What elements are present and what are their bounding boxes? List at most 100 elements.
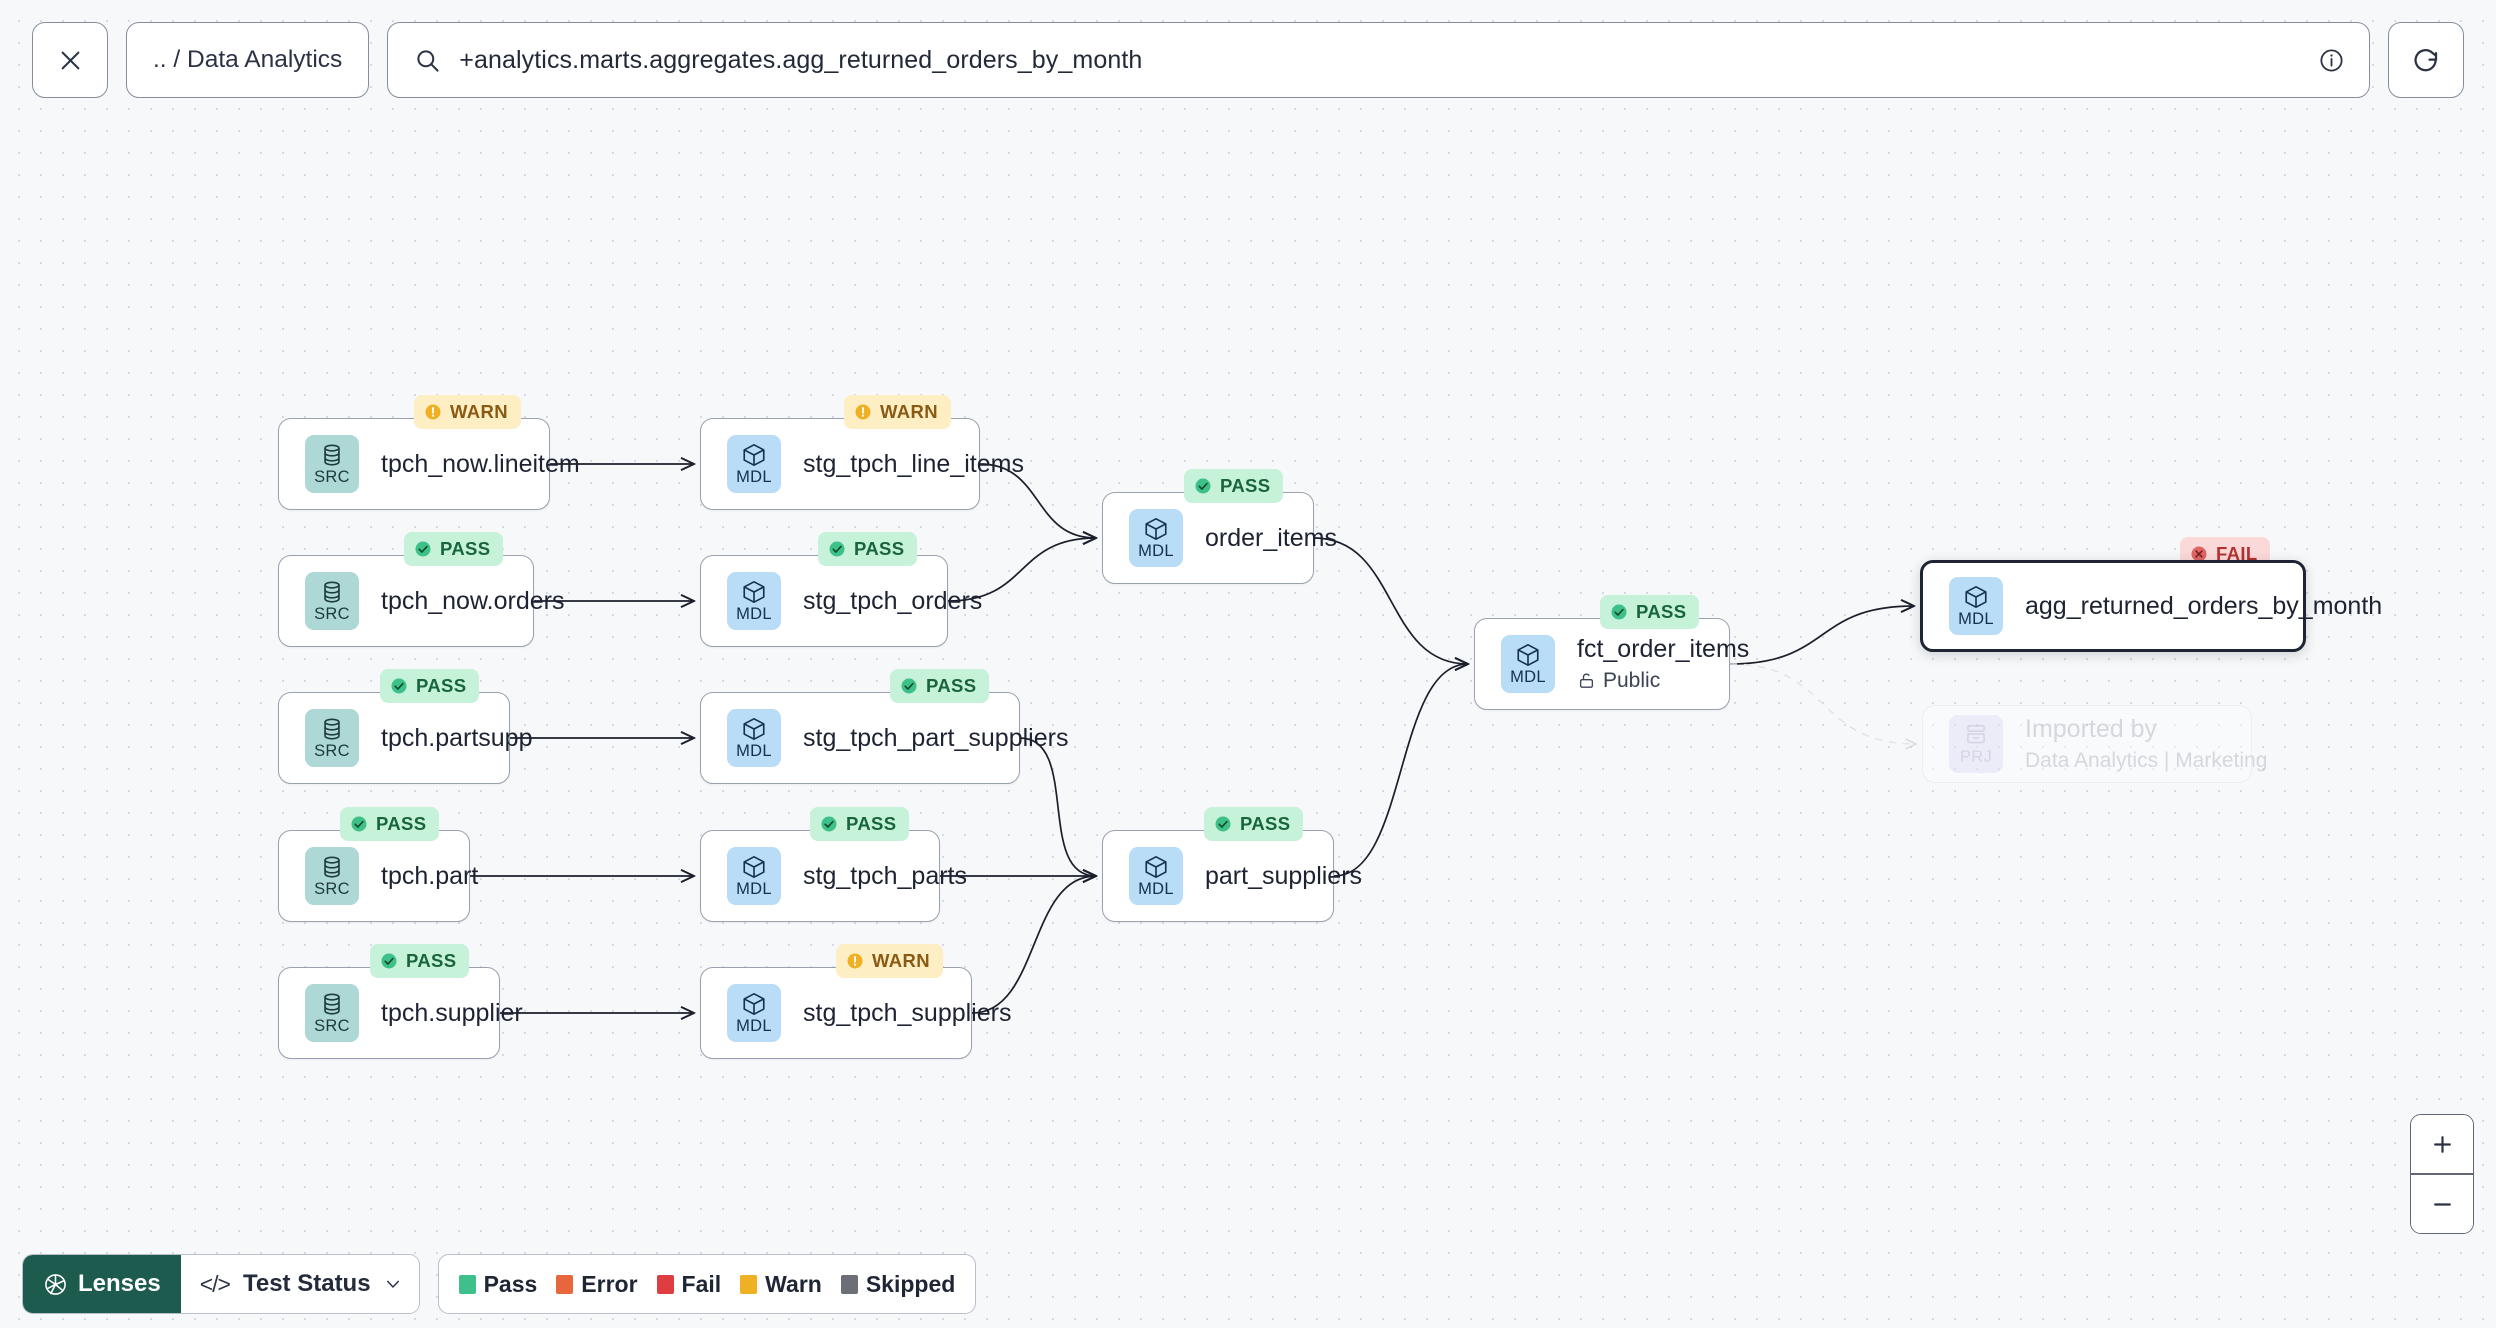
status-legend: Pass Error Fail Warn Skipped bbox=[437, 1254, 977, 1314]
test-status-dropdown[interactable]: </> Test Status bbox=[180, 1255, 419, 1313]
node-title: fct_order_items bbox=[1577, 635, 1750, 664]
node-body: Imported by Data Analytics | Marketing bbox=[2025, 715, 2267, 773]
graph-node-tpch_now_lineitem[interactable]: SRC tpch_now.lineitem bbox=[278, 418, 580, 510]
node-kind-label: PRJ bbox=[1959, 748, 1993, 767]
refresh-button[interactable] bbox=[2388, 22, 2464, 98]
search-bar[interactable]: +analytics.marts.aggregates.agg_returned… bbox=[387, 22, 2370, 98]
edge-stg_tpch_part_suppliers-to-part_suppliers bbox=[1019, 737, 1096, 876]
node-kind-badge: SRC bbox=[305, 572, 359, 630]
node-body: tpch.supplier bbox=[381, 998, 523, 1028]
status-badge-tpch_supplier: PASS bbox=[370, 944, 470, 978]
status-badge-tpch_part: PASS bbox=[340, 807, 440, 841]
edge-part_suppliers-to-fct_order_items bbox=[1333, 664, 1468, 877]
node-kind-label: SRC bbox=[314, 1017, 350, 1036]
graph-node-order_items[interactable]: MDL order_items bbox=[1102, 492, 1337, 584]
node-kind-badge: MDL bbox=[727, 709, 781, 767]
node-kind-label: MDL bbox=[736, 1017, 772, 1036]
cube-icon bbox=[743, 718, 765, 741]
check-circle-icon bbox=[1611, 604, 1627, 620]
legend-item-warn[interactable]: Warn bbox=[740, 1271, 822, 1298]
legend-swatch bbox=[458, 1274, 476, 1294]
graph-node-tpch_now_orders[interactable]: SRC tpch_now.orders bbox=[278, 555, 565, 647]
graph-node-stg_tpch_orders[interactable]: MDL stg_tpch_orders bbox=[700, 555, 982, 647]
test-status-label: Test Status bbox=[242, 1270, 371, 1297]
node-kind-badge: MDL bbox=[727, 435, 781, 493]
node-body: fct_order_items Public bbox=[1577, 635, 1750, 693]
legend-swatch bbox=[740, 1274, 758, 1294]
info-circle-icon[interactable] bbox=[2318, 47, 2345, 74]
status-badge-label: PASS bbox=[1636, 601, 1687, 622]
node-title: tpch_now.orders bbox=[381, 586, 565, 615]
breadcrumb[interactable]: .. / Data Analytics bbox=[126, 22, 370, 98]
graph-node-tpch_partsupp[interactable]: SRC tpch.partsupp bbox=[278, 692, 533, 784]
graph-node-agg_returned_orders_by_month[interactable]: MDL agg_returned_orders_by_month bbox=[1920, 560, 2382, 652]
check-circle-icon bbox=[821, 816, 837, 832]
search-icon bbox=[417, 49, 439, 72]
node-body: order_items bbox=[1205, 523, 1337, 553]
node-body: tpch.partsupp bbox=[381, 724, 533, 753]
node-title: stg_tpch_parts bbox=[803, 861, 967, 890]
graph-node-part_suppliers[interactable]: MDL part_suppliers bbox=[1102, 830, 1362, 922]
check-circle-icon bbox=[1195, 478, 1211, 494]
status-badge-label: PASS bbox=[1220, 475, 1271, 496]
graph-node-stg_tpch_suppliers[interactable]: MDL stg_tpch_suppliers bbox=[700, 967, 1011, 1059]
node-body: stg_tpch_suppliers bbox=[803, 999, 1011, 1028]
legend-label: Error bbox=[581, 1270, 638, 1297]
node-body: stg_tpch_parts bbox=[803, 861, 967, 891]
node-kind-label: SRC bbox=[314, 468, 350, 487]
legend-swatch bbox=[556, 1274, 574, 1294]
node-kind-label: SRC bbox=[314, 605, 350, 624]
graph-node-tpch_part[interactable]: SRC tpch.part bbox=[278, 830, 478, 922]
node-kind-label: MDL bbox=[1958, 610, 1994, 629]
check-circle-icon bbox=[829, 541, 845, 557]
search-input[interactable]: +analytics.marts.aggregates.agg_returned… bbox=[459, 45, 1143, 74]
status-badge-fct_order_items: PASS bbox=[1600, 595, 1700, 629]
edge-fct_order_items-to-agg_returned_orders_by_month bbox=[1729, 606, 1914, 665]
graph-node-stg_tpch_part_suppliers[interactable]: MDL stg_tpch_part_suppliers bbox=[700, 692, 1068, 784]
legend-item-skipped[interactable]: Skipped bbox=[840, 1271, 955, 1298]
graph-node-tpch_supplier[interactable]: SRC tpch.supplier bbox=[278, 967, 523, 1059]
legend-label: Fail bbox=[681, 1270, 722, 1297]
cube-icon bbox=[1965, 586, 1987, 609]
node-kind-label: MDL bbox=[736, 605, 772, 624]
legend-swatch bbox=[656, 1274, 674, 1294]
node-body: stg_tpch_part_suppliers bbox=[803, 724, 1068, 753]
status-badge-label: PASS bbox=[406, 950, 457, 971]
node-kind-label: MDL bbox=[1138, 880, 1174, 899]
node-title: tpch.supplier bbox=[381, 998, 523, 1027]
node-subtitle-text: Public bbox=[1603, 668, 1661, 692]
code-brackets-icon: </> bbox=[199, 1270, 231, 1297]
graph-node-fct_order_items[interactable]: MDL fct_order_items Public bbox=[1474, 618, 1750, 710]
legend-item-error[interactable]: Error bbox=[556, 1270, 638, 1298]
zoom-out-button[interactable] bbox=[2411, 1175, 2473, 1233]
zoom-in-button[interactable] bbox=[2411, 1115, 2473, 1174]
lenses-button[interactable]: Lenses bbox=[23, 1255, 181, 1313]
status-badge-label: PASS bbox=[440, 538, 491, 559]
node-kind-label: MDL bbox=[1510, 668, 1546, 687]
check-circle-icon bbox=[1215, 816, 1231, 832]
node-kind-label: MDL bbox=[736, 742, 772, 761]
check-circle-icon bbox=[351, 816, 367, 832]
node-kind-label: SRC bbox=[314, 880, 350, 899]
legend-item-pass[interactable]: Pass bbox=[458, 1271, 537, 1298]
node-title: order_items bbox=[1205, 523, 1337, 552]
node-subtitle: Data Analytics | Marketing bbox=[2025, 749, 2267, 773]
graph-node-stg_tpch_line_items[interactable]: MDL stg_tpch_line_items bbox=[700, 418, 1024, 510]
lenses-label: Lenses bbox=[78, 1270, 161, 1297]
node-title: tpch_now.lineitem bbox=[381, 449, 580, 478]
refresh-icon bbox=[2414, 49, 2438, 72]
node-body: stg_tpch_line_items bbox=[803, 450, 1024, 479]
node-kind-badge: MDL bbox=[727, 572, 781, 630]
close-button[interactable] bbox=[32, 22, 108, 98]
cube-icon bbox=[743, 444, 765, 467]
aperture-icon bbox=[45, 1273, 66, 1295]
legend-item-fail[interactable]: Fail bbox=[656, 1270, 722, 1298]
cube-icon bbox=[743, 993, 765, 1016]
database-icon bbox=[324, 444, 340, 466]
status-badge-stg_tpch_line_items: WARN bbox=[844, 395, 951, 429]
graph-node-stg_tpch_parts[interactable]: MDL stg_tpch_parts bbox=[700, 830, 967, 922]
warning-circle-icon bbox=[847, 953, 863, 969]
node-body: tpch_now.lineitem bbox=[381, 449, 580, 479]
